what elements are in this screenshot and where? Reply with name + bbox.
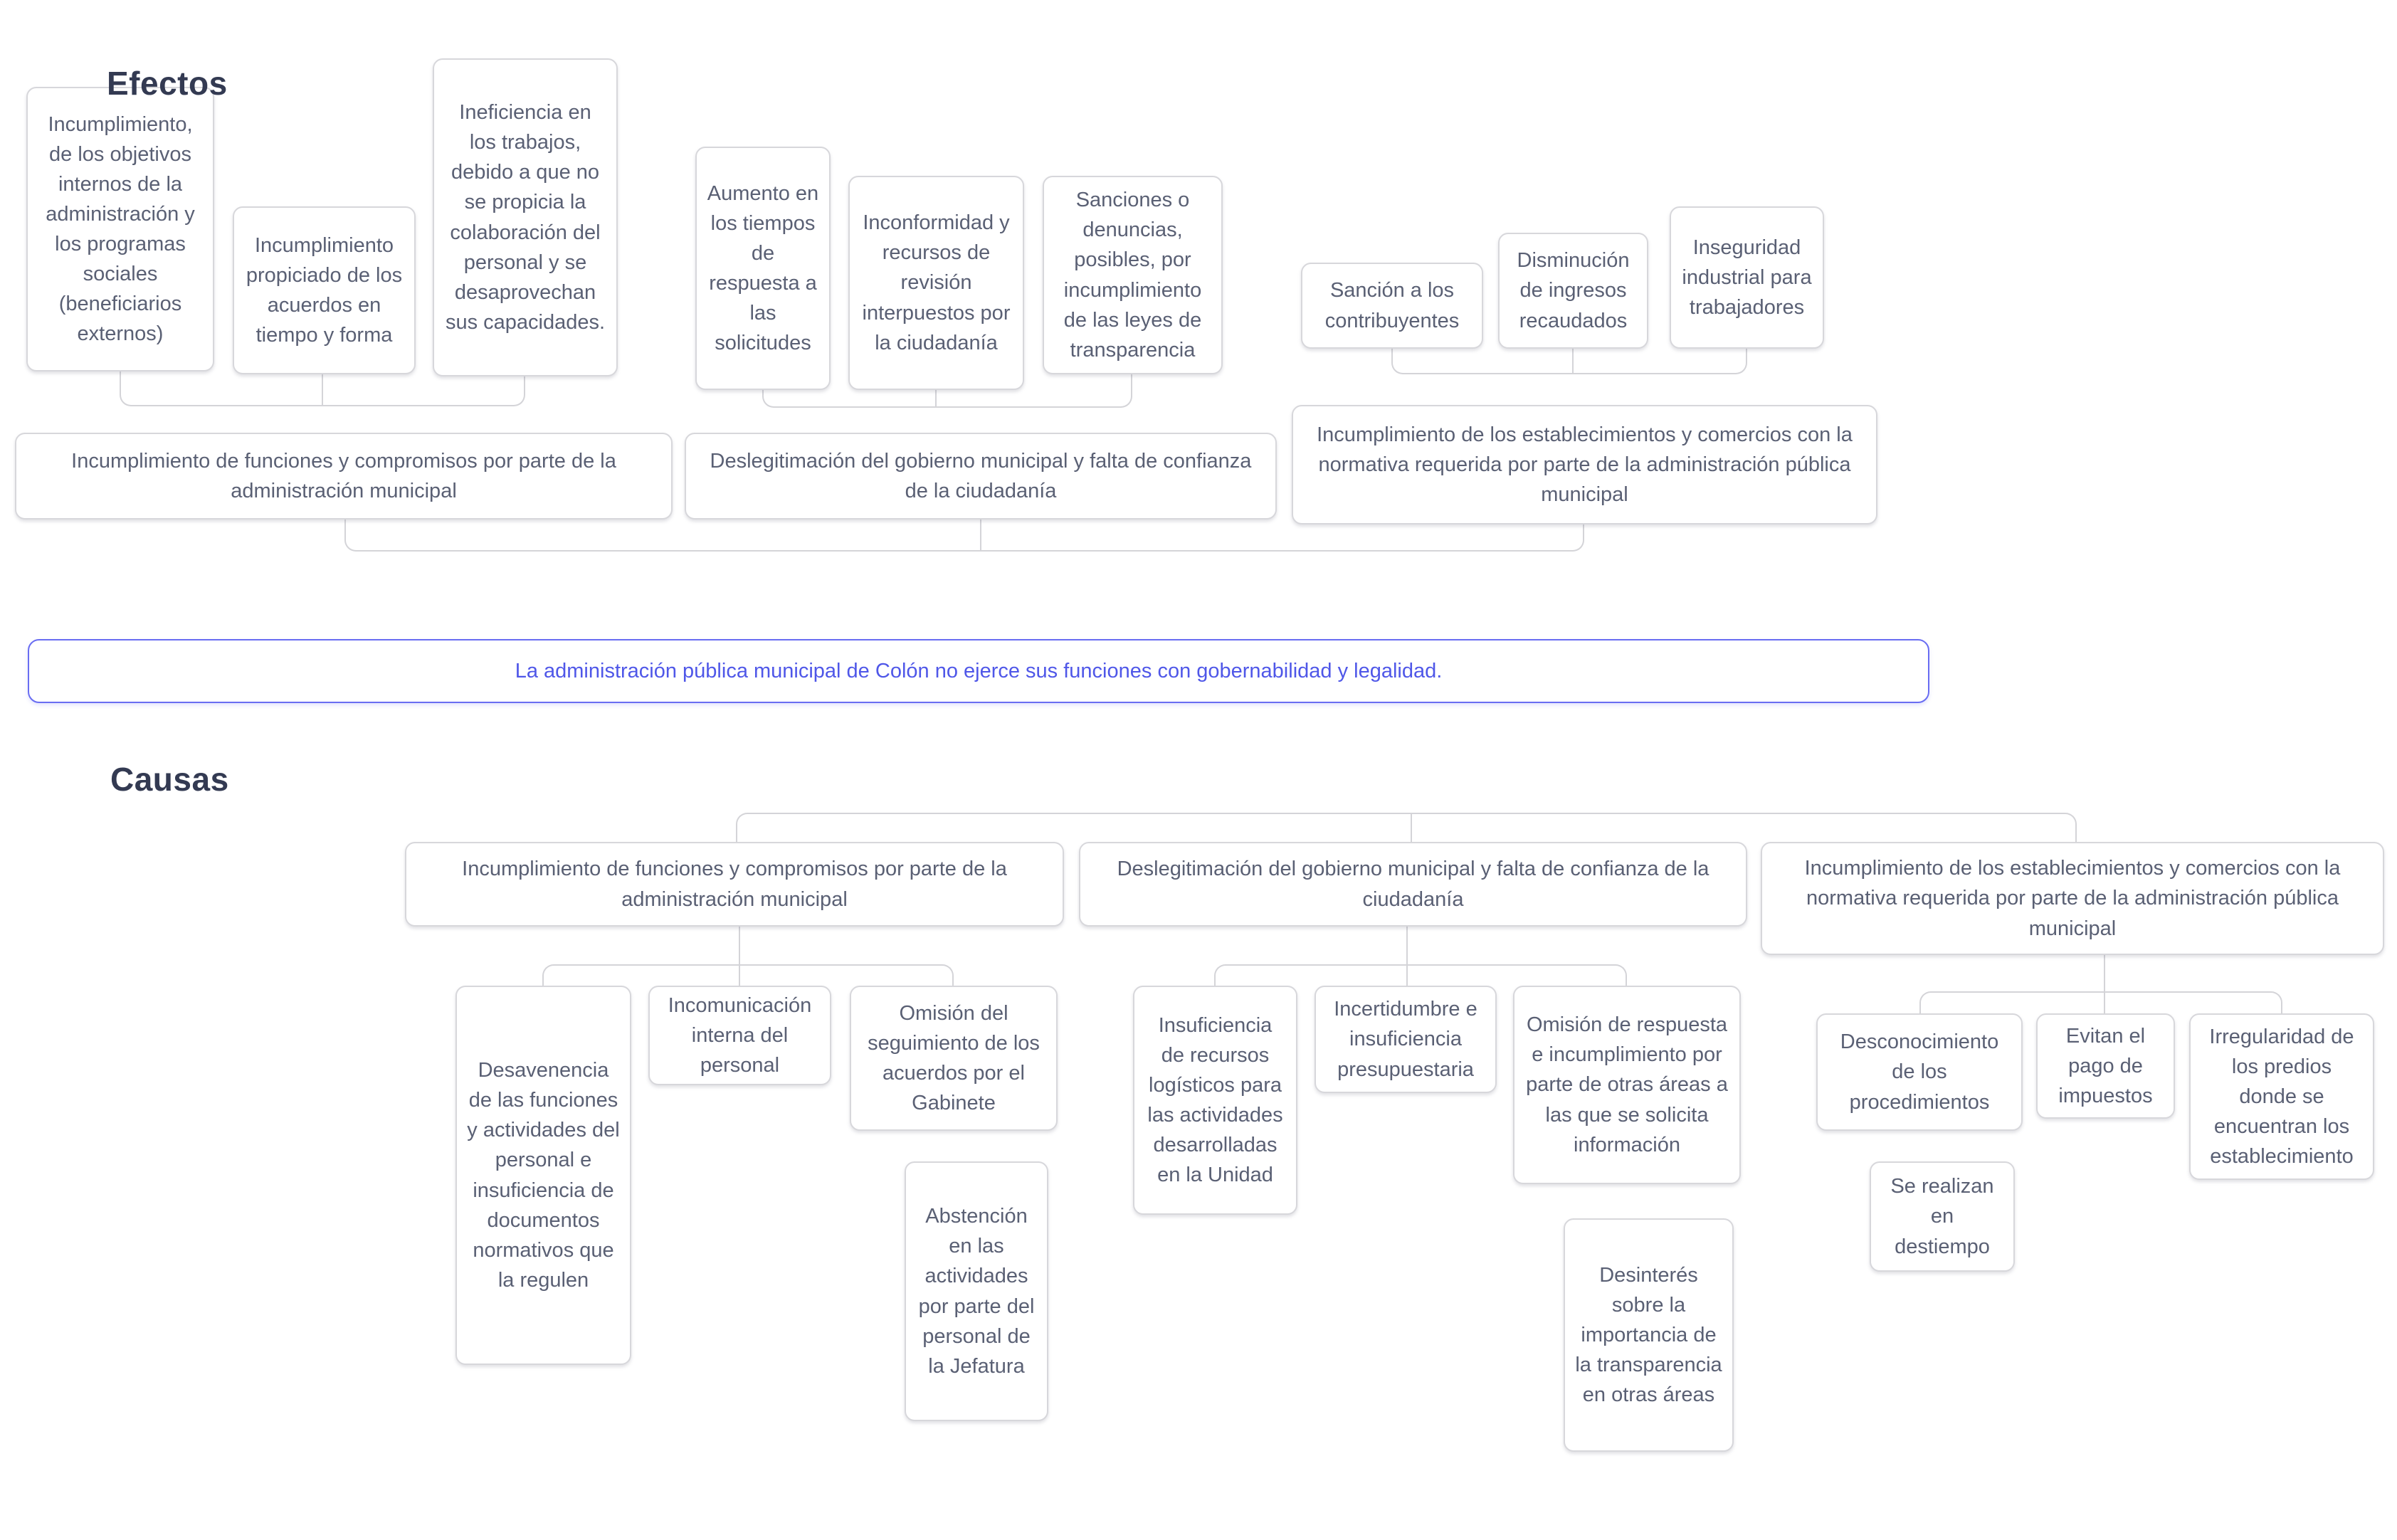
cause-secondary-node: Incertidumbre e insuficiencia presupuest… bbox=[1315, 986, 1497, 1093]
causes-group2-stub bbox=[1406, 927, 1408, 991]
causes-group1-stub bbox=[739, 927, 740, 991]
cause-secondary-node: Desavenencia de las funciones y activida… bbox=[455, 986, 631, 1365]
effects-title: Efectos bbox=[107, 65, 228, 102]
effects-group3-stub bbox=[1572, 327, 1574, 374]
cause-secondary-node: Irregularidad de los predios donde se en… bbox=[2189, 1013, 2374, 1180]
effect-secondary-node: Sanciones o denuncias, posibles, por inc… bbox=[1043, 176, 1223, 374]
effects-main-bracket bbox=[344, 498, 1584, 552]
causes-group3-bracket bbox=[1919, 991, 2282, 1017]
causes-group1-bracket bbox=[542, 964, 954, 991]
effect-secondary-node: Incumplimiento propiciado de los acuerdo… bbox=[233, 206, 416, 374]
effects-group1-stub bbox=[322, 359, 323, 406]
causes-group3-stub bbox=[2104, 955, 2105, 1017]
effect-secondary-node: Inconformidad y recursos de revisión int… bbox=[848, 176, 1024, 390]
effects-group3-bracket bbox=[1391, 327, 1747, 374]
cause-secondary-node: Desconocimiento de los procedimientos bbox=[1816, 1013, 2023, 1131]
effect-secondary-node: Disminución de ingresos recaudados bbox=[1498, 233, 1648, 349]
causes-main-bracket bbox=[736, 813, 2077, 848]
cause-secondary-node: Omisión del seguimiento de los acuerdos … bbox=[850, 986, 1058, 1131]
effect-secondary-node: Inseguridad industrial para trabajadores bbox=[1670, 206, 1824, 349]
cause-primary-node: Incumplimiento de los establecimientos y… bbox=[1761, 842, 2384, 955]
causes-main-stub bbox=[1411, 813, 1412, 848]
cause-secondary-node: Desinterés sobre la importancia de la tr… bbox=[1564, 1218, 1734, 1452]
effect-primary-node: Deslegitimación del gobierno municipal y… bbox=[685, 433, 1277, 520]
causes-title: Causas bbox=[110, 761, 229, 798]
cause-secondary-node: Evitan el pago de impuestos bbox=[2036, 1013, 2175, 1119]
cause-secondary-node: Se realizan en destiempo bbox=[1870, 1161, 2015, 1272]
cause-secondary-node: Incomunicación interna del personal bbox=[648, 986, 831, 1085]
effect-secondary-node: Aumento en los tiempos de respuesta a la… bbox=[695, 147, 831, 390]
cause-secondary-node: Abstención en las actividades por parte … bbox=[905, 1161, 1048, 1421]
cause-secondary-node: Insuficiencia de recursos logísticos par… bbox=[1133, 986, 1297, 1215]
effect-secondary-node: Sanción a los contribuyentes bbox=[1301, 263, 1483, 349]
cause-primary-node: Incumplimiento de funciones y compromiso… bbox=[405, 842, 1064, 927]
cause-primary-node: Deslegitimación del gobierno municipal y… bbox=[1079, 842, 1747, 927]
effect-secondary-node: Incumplimiento, de los objetivos interno… bbox=[26, 87, 214, 371]
effect-primary-node: Incumplimiento de los establecimientos y… bbox=[1292, 405, 1877, 524]
effect-primary-node: Incumplimiento de funciones y compromiso… bbox=[15, 433, 673, 520]
causes-group2-bracket bbox=[1214, 964, 1627, 991]
central-problem: La administración pública municipal de C… bbox=[28, 639, 1929, 703]
cause-secondary-node: Omisión de respuesta e incumplimiento po… bbox=[1513, 986, 1741, 1184]
effect-secondary-node: Ineficiencia en los trabajos, debido a q… bbox=[433, 58, 618, 376]
effects-main-stub bbox=[980, 498, 981, 552]
